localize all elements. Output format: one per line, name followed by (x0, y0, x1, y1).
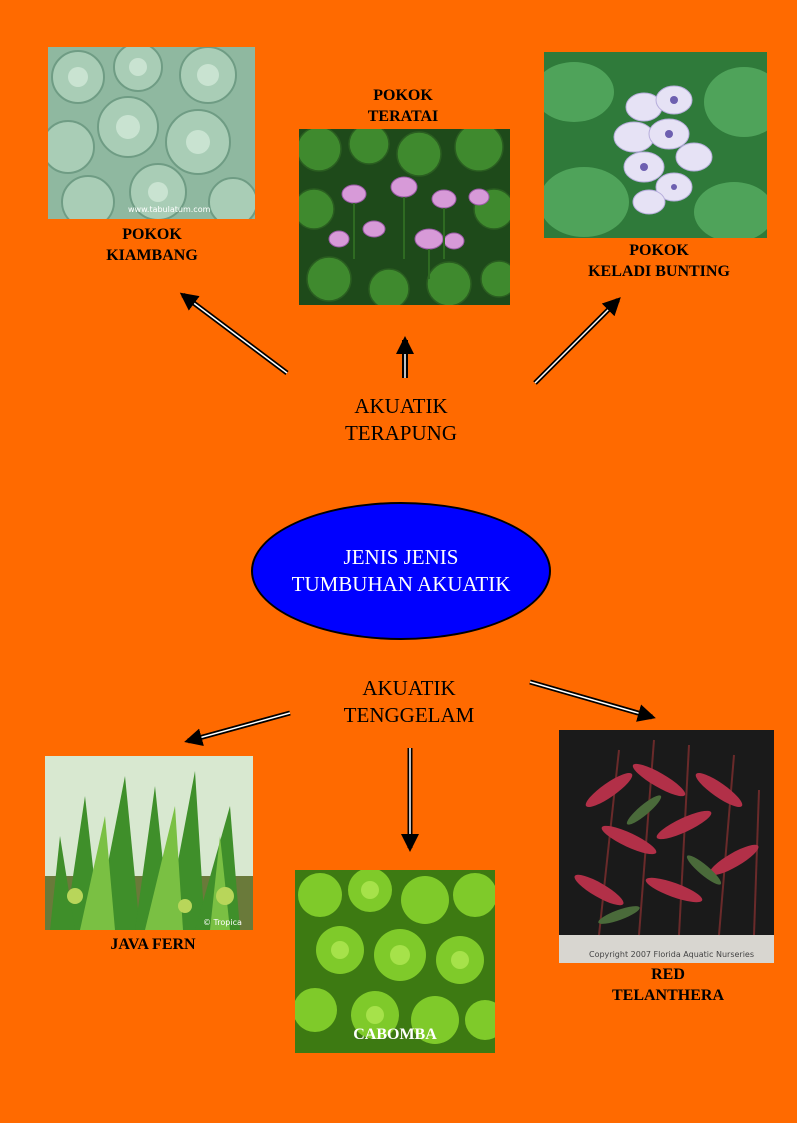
cabomba-label: CABOMBA (353, 1026, 437, 1043)
arrow-to-kiambang (179, 292, 289, 375)
submerged-group-line2: TENGGELAM (343, 703, 475, 727)
center-topic-ellipse: JENIS JENIS TUMBUHAN AKUATIK (251, 502, 551, 640)
keladi-label-line1: POKOK (629, 242, 689, 259)
telanthera-label: RED TELANTHERA (593, 964, 743, 1006)
kiambang-label-line2: KIAMBANG (106, 247, 198, 264)
arrow-to-telanthera (529, 679, 656, 722)
submerged-group-line1: AKUATIK (362, 676, 456, 700)
telanthera-watermark: Copyright 2007 Florida Aquatic Nurseries (589, 950, 755, 959)
arrow-to-keladi (533, 297, 621, 385)
teratai-label-line1: POKOK (373, 87, 433, 104)
kiambang-watermark: www.tabulatum.com (128, 205, 211, 214)
floating-group-line1: AKUATIK (354, 394, 448, 418)
javafern-label-line1: JAVA FERN (110, 936, 196, 953)
kiambang-label-line1: POKOK (122, 226, 182, 243)
keladi-label: POKOK KELADI BUNTING (569, 240, 749, 282)
keladi-label-line2: KELADI BUNTING (588, 263, 730, 280)
javafern-photo: © Tropica (45, 756, 253, 930)
telanthera-label-line2: TELANTHERA (611, 987, 725, 1004)
floating-group-line2: TERAPUNG (344, 421, 457, 445)
arrow-to-javafern (184, 710, 291, 746)
teratai-label-line2: TERATAI (367, 108, 439, 125)
kiambang-photo: www.tabulatum.com (48, 47, 255, 219)
kiambang-label: POKOK KIAMBANG (92, 224, 212, 266)
telanthera-label-line1: RED (651, 966, 685, 983)
submerged-group-label: AKUATIK TENGGELAM (309, 675, 509, 729)
floating-group-label: AKUATIK TERAPUNG (301, 393, 501, 447)
teratai-photo (299, 129, 510, 305)
keladi-photo (544, 52, 767, 238)
telanthera-photo: Copyright 2007 Florida Aquatic Nurseries (559, 730, 774, 963)
javafern-label: JAVA FERN (93, 934, 213, 955)
center-topic-line1: JENIS JENIS (343, 545, 459, 569)
teratai-label: POKOK TERATAI (343, 85, 463, 127)
cabomba-photo: CABOMBA (295, 870, 495, 1053)
center-topic-line2: TUMBUHAN AKUATIK (291, 572, 511, 596)
javafern-watermark: © Tropica (203, 918, 242, 927)
